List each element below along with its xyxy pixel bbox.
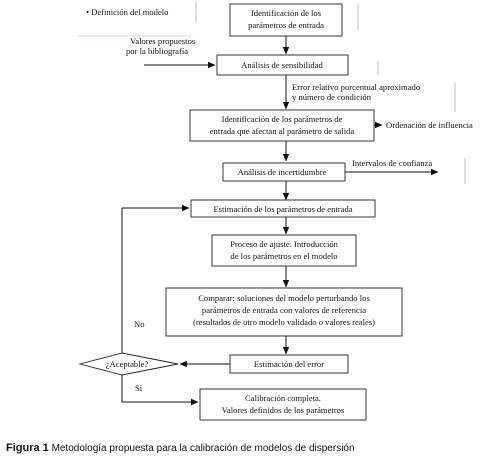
svg-text:Calibración completa.: Calibración completa. [245, 393, 321, 403]
svg-text:Análisis de sensibilidad: Análisis de sensibilidad [241, 60, 323, 70]
caption-text: Metodología propuesta para la calibració… [49, 443, 355, 454]
svg-text:entrada que afectan al parámet: entrada que afectan al parámetro de sali… [210, 126, 355, 136]
svg-text:y número de condición: y número de condición [292, 92, 372, 102]
svg-text:Proceso de ajuste. Introducció: Proceso de ajuste. Introducción [230, 239, 339, 249]
proposed-values-note: Valores propuestos por la bibliografía [126, 36, 196, 56]
svg-text:de los parámetros en el modelo: de los parámetros en el modelo [230, 251, 337, 261]
influence-order-output: Ordenación de influencia [386, 120, 473, 130]
svg-text:Identificación de los: Identificación de los [251, 8, 322, 18]
fitting-process-box: Proceso de ajuste. Introducción de los p… [211, 234, 357, 267]
svg-text:Valores definidos de los parám: Valores definidos de los parámetros [222, 405, 345, 415]
svg-text:parámetros de entrada: parámetros de entrada [248, 20, 324, 30]
svg-text:Si: Si [135, 383, 143, 393]
svg-text:Ordenación de influencia: Ordenación de influencia [386, 120, 473, 130]
error-estimation-box: Estimación del error [229, 354, 349, 374]
caption-label: Figura 1 [6, 442, 49, 454]
uncertainty-analysis-box: Análisis de incertidumbre [222, 162, 346, 182]
svg-text:Estimación de los parámetros d: Estimación de los parámetros de entrada [213, 204, 352, 214]
svg-text:Intervalos de confianza: Intervalos de confianza [352, 158, 432, 168]
figure-caption: Figura 1 Metodología propuesta para la c… [6, 442, 355, 454]
flow-connectors [121, 36, 439, 406]
parameter-estimation-box: Estimación de los parámetros de entrada [190, 199, 376, 218]
acceptable-decision-diamond: ¿Aceptable? [78, 352, 179, 376]
model-definition-note: • Definición del modelo [86, 7, 168, 17]
svg-text:Estimación del error: Estimación del error [254, 359, 324, 369]
svg-text:parámetros de entrada con valo: parámetros de entrada con valores de ref… [202, 305, 366, 315]
svg-text:Análisis de incertidumbre: Análisis de incertidumbre [238, 167, 327, 177]
no-branch-label: No [134, 319, 145, 329]
calibration-complete-box: Calibración completa. Valores definidos … [199, 388, 367, 421]
svg-text:No: No [134, 319, 145, 329]
identify-parameters-box: Identificación de los parámetros de entr… [229, 3, 343, 37]
sensitivity-analysis-box: Análisis de sensibilidad [216, 54, 349, 76]
svg-text:• Definición del modelo: • Definición del modelo [86, 7, 168, 17]
yes-branch-label: Si [135, 383, 143, 393]
svg-text:Figura 1 Metodología propuesta: Figura 1 Metodología propuesta para la c… [6, 442, 355, 454]
error-note: Error relativo porcentual aproximado y n… [292, 82, 420, 102]
compare-solutions-box: Comparar: soluciones del modelo perturba… [165, 287, 403, 337]
svg-text:Valores propuestos: Valores propuestos [130, 36, 196, 46]
svg-text:(resultados de otro modelo val: (resultados de otro modelo validado o va… [193, 317, 375, 327]
svg-text:Comparar: soluciones del model: Comparar: soluciones del modelo perturba… [198, 293, 370, 303]
affecting-parameters-box: Identificación de los parámetros de entr… [189, 109, 375, 142]
svg-text:Identificación de los parámetr: Identificación de los parámetros de [222, 114, 343, 124]
svg-text:por la bibliografía: por la bibliografía [126, 46, 188, 56]
svg-text:¿Aceptable?: ¿Aceptable? [106, 359, 149, 369]
svg-text:Error relativo porcentual apro: Error relativo porcentual aproximado [292, 82, 420, 92]
confidence-intervals-output: Intervalos de confianza [352, 158, 432, 168]
